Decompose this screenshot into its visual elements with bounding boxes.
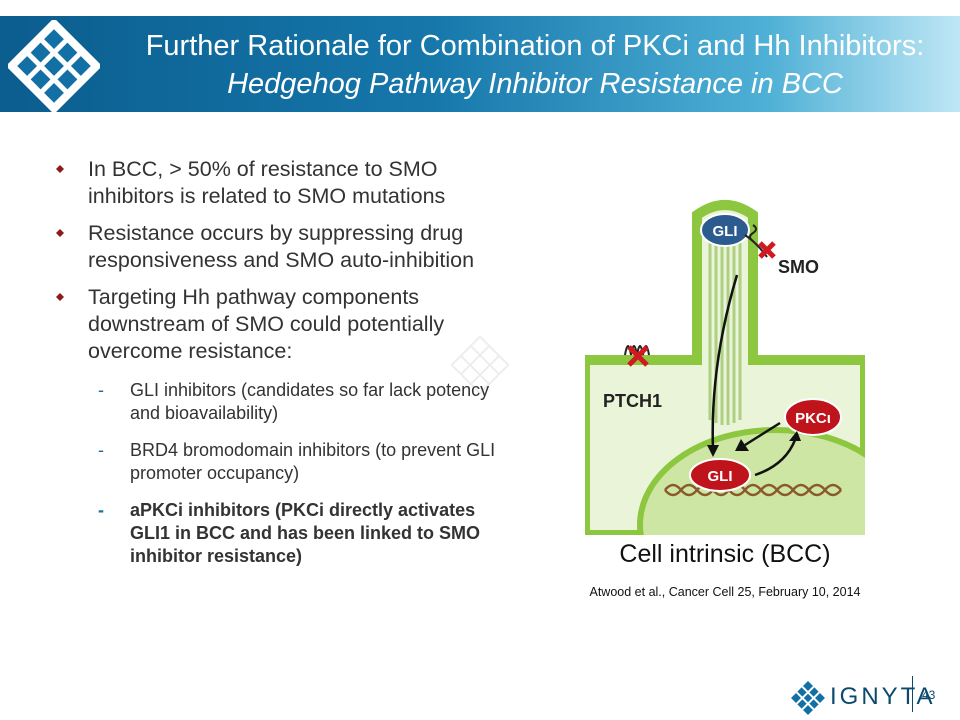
bullet-text: In BCC, > 50% of resistance to SMO inhib… (88, 157, 446, 208)
gli-top-label: GLI (713, 223, 738, 240)
sub-bullet-item: - aPKCi inhibitors (PKCi directly activa… (40, 499, 510, 568)
gli-nucleus-label: GLI (708, 468, 733, 485)
ignyta-logo-icon (8, 20, 100, 112)
bullet-list: In BCC, > 50% of resistance to SMO inhib… (40, 156, 510, 582)
sub-bullet-text: aPKCi inhibitors (PKCi directly activate… (130, 500, 481, 566)
dash-marker: - (98, 500, 104, 520)
dash-marker: - (98, 380, 104, 400)
pkc-label: PKCι (795, 410, 831, 427)
footer-divider (912, 676, 913, 712)
bullet-text: Targeting Hh pathway components downstre… (88, 285, 445, 363)
sub-bullet-text: GLI inhibitors (candidates so far lack p… (130, 380, 490, 423)
bullet-text: Resistance occurs by suppressing drug re… (88, 221, 475, 272)
dash-marker: - (98, 440, 104, 460)
footer-brand: IGNYTA (830, 683, 936, 710)
diagram-caption: Cell intrinsic (BCC) (619, 540, 831, 568)
page-number: 43 (922, 688, 936, 702)
ignyta-footer-logo-icon (791, 681, 825, 715)
diamond-bullet-icon (56, 293, 64, 301)
watermark-logo-icon (450, 335, 510, 395)
slide-subtitle: Hedgehog Pathway Inhibitor Resistance in… (227, 68, 843, 100)
slide-title: Further Rationale for Combination of PKC… (145, 30, 925, 62)
diamond-bullet-icon (56, 165, 64, 173)
sub-bullet-item: - BRD4 bromodomain inhibitors (to preven… (40, 439, 510, 485)
bullet-item: Resistance occurs by suppressing drug re… (40, 220, 510, 274)
diamond-bullet-icon (56, 229, 64, 237)
bullet-item: Targeting Hh pathway components downstre… (40, 284, 510, 365)
smo-label: SMO (778, 257, 819, 277)
sub-bullet-item: - GLI inhibitors (candidates so far lack… (40, 379, 510, 425)
cell-pathway-diagram: GLI SMO PTCH1 PKCι GLI (585, 195, 865, 535)
ptch1-label: PTCH1 (603, 391, 662, 411)
title-banner (0, 16, 960, 112)
bullet-item: In BCC, > 50% of resistance to SMO inhib… (40, 156, 510, 210)
sub-bullet-text: BRD4 bromodomain inhibitors (to prevent … (130, 440, 496, 483)
citation: Atwood et al., Cancer Cell 25, February … (589, 585, 861, 599)
